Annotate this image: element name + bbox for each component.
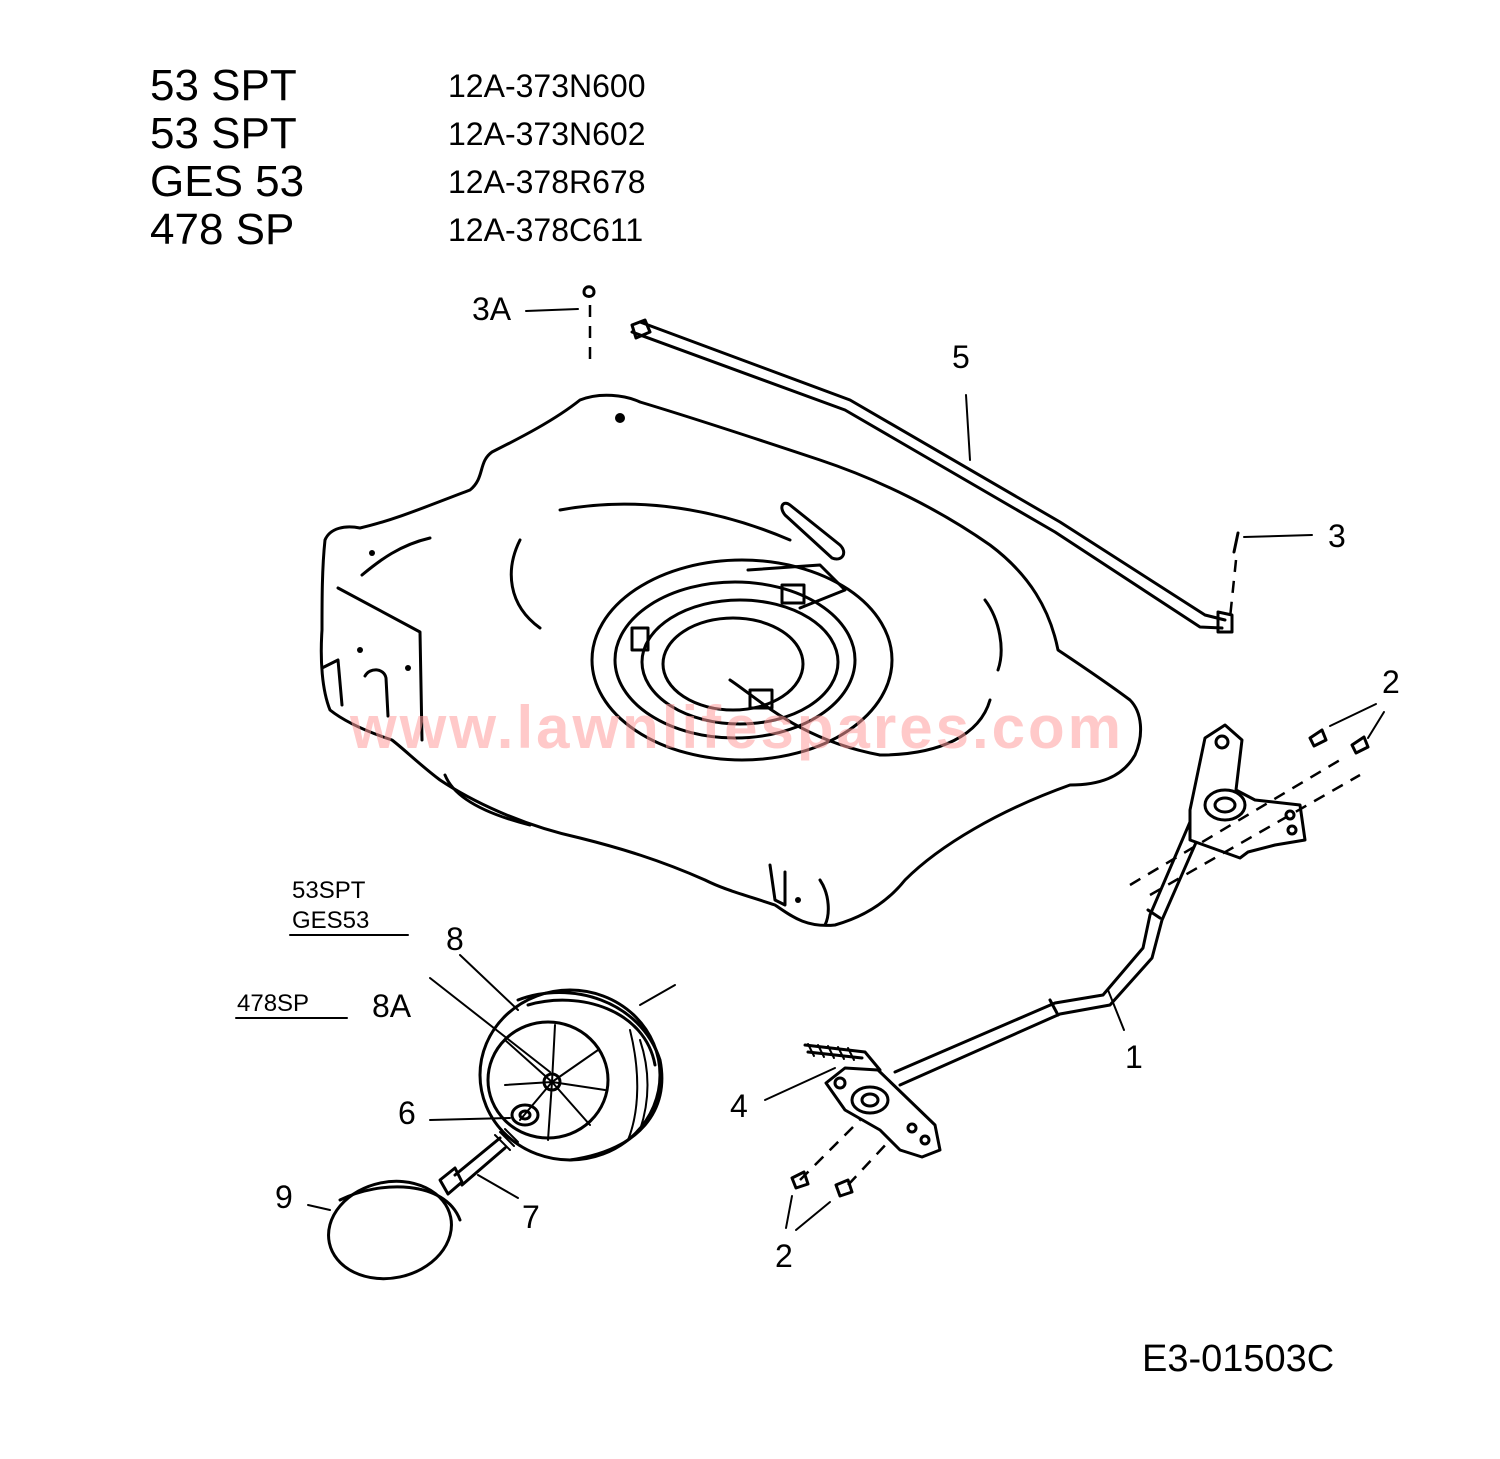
callout-2-lower: 2 (775, 1238, 793, 1274)
variant-label-ges53: GES53 (292, 907, 369, 934)
watermark: www.lawnlifespares.com (349, 694, 1124, 761)
callout-8a: 8A (372, 988, 412, 1024)
bolt-7 (438, 1128, 519, 1199)
upper-rod (630, 318, 1234, 634)
variant-label-478sp: 478SP (237, 990, 309, 1017)
model-code: 12A-373N602 (448, 116, 646, 152)
callout-3a: 3A (472, 291, 512, 327)
callout-3: 3 (1328, 518, 1346, 554)
model-code: 12A-378R678 (448, 164, 646, 200)
model-name: 53 SPT (150, 109, 297, 158)
model-code: 12A-373N600 (448, 68, 646, 104)
callout-7: 7 (522, 1199, 540, 1235)
leader-lines (235, 394, 1125, 1073)
callout-8: 8 (446, 921, 464, 957)
model-name: 478 SP (150, 205, 295, 254)
diagram-reference: E3-01503C (1142, 1338, 1335, 1380)
callout-5: 5 (952, 339, 970, 375)
callout-4: 4 (730, 1088, 748, 1124)
model-code: 12A-378C611 (448, 212, 644, 248)
callout-1: 1 (1125, 1039, 1143, 1075)
hubcap-9 (307, 1179, 462, 1281)
callout-6: 6 (398, 1095, 416, 1131)
clip-3 (1228, 531, 1313, 619)
lower-bracket (764, 1043, 942, 1231)
variant-label-53spt: 53SPT (292, 877, 366, 904)
upper-bracket (1129, 703, 1385, 897)
clip-3a (525, 285, 596, 360)
washer-6 (429, 1103, 540, 1127)
callout-2-upper: 2 (1382, 664, 1400, 700)
axle-rod (893, 813, 1207, 1087)
callout-9: 9 (275, 1179, 293, 1215)
mower-deck (319, 393, 1143, 927)
model-name: 53 SPT (150, 61, 297, 110)
model-name: GES 53 (150, 157, 305, 206)
